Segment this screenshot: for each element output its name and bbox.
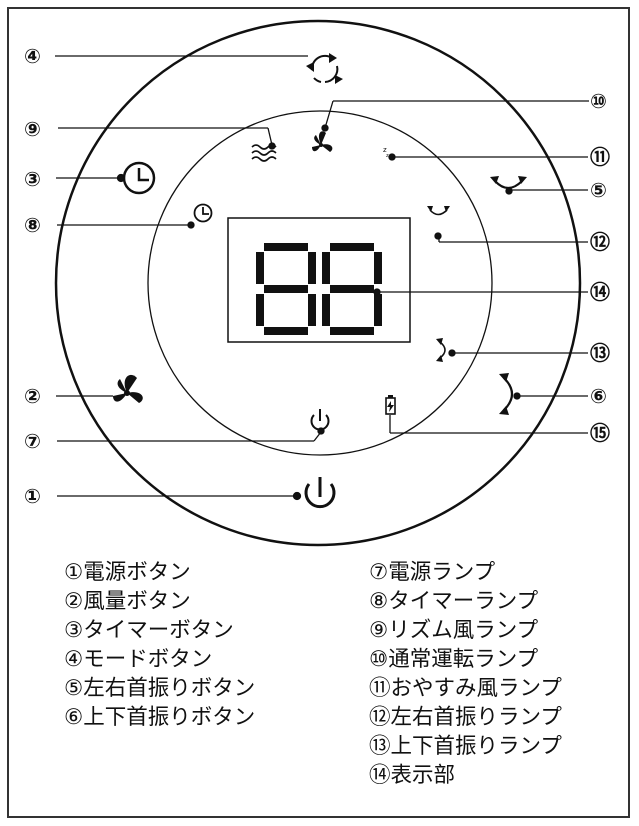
legend-item: ⑥上下首振りボタン	[64, 705, 256, 730]
callout-13: ⑬	[590, 341, 610, 365]
moon-icon: z z	[373, 146, 389, 162]
legend-buttons: ①電源ボタン ②風量ボタン ③タイマーボタン ④モードボタン ⑤左右首振りボタン…	[64, 558, 255, 732]
cycle-arrows-icon[interactable]	[306, 53, 343, 84]
normal-fan-icon	[312, 131, 333, 152]
callout-7: ⑦	[24, 429, 41, 453]
power-lamp-icon	[310, 409, 330, 431]
legend-item: ⑦電源ランプ	[369, 560, 496, 585]
legend-item: ②風量ボタン	[64, 589, 191, 614]
callout-9: ⑨	[24, 117, 41, 141]
legend-item: ⑧タイマーランプ	[369, 589, 539, 614]
svg-text:z: z	[383, 146, 387, 154]
callout-4: ④	[24, 44, 41, 68]
fan-speed-button-icon[interactable]	[113, 374, 143, 403]
legend-item: ①電源ボタン	[64, 560, 191, 585]
callout-15: ⑮	[590, 421, 610, 445]
vertical-swing-button-icon[interactable]	[499, 373, 514, 415]
legend-item: ⑤左右首振りボタン	[64, 676, 256, 701]
legend-item: ③タイマーボタン	[64, 618, 234, 643]
callout-6: ⑥	[590, 384, 607, 408]
callout-3: ③	[24, 167, 41, 191]
timer-lamp-clock-icon	[193, 203, 213, 223]
power-button-icon[interactable]	[304, 477, 336, 509]
control-panel-diagram: z z	[24, 19, 610, 547]
legend-item: ⑭表示部	[369, 763, 456, 788]
svg-text:z: z	[386, 153, 389, 159]
legend-item: ⑩通常運転ランプ	[369, 647, 539, 672]
horizontal-swing-lamp-icon	[427, 206, 450, 216]
callout-12: ⑫	[590, 230, 610, 254]
callout-10: ⑩	[590, 89, 607, 113]
callout-11: ⑪	[590, 145, 610, 169]
legend-lamps: ⑦電源ランプ ⑧タイマーランプ ⑨リズム風ランプ ⑩通常運転ランプ ⑪おやすみ風…	[369, 558, 562, 790]
callout-2: ②	[24, 384, 41, 408]
timer-button-clock-icon[interactable]	[122, 161, 156, 195]
inner-panel-circle	[147, 110, 493, 456]
callout-1: ①	[24, 484, 41, 508]
callout-14: ⑭	[590, 280, 610, 304]
legend-item: ⑪おやすみ風ランプ	[369, 676, 562, 701]
horizontal-swing-button-icon[interactable]	[490, 176, 527, 190]
callout-8: ⑧	[24, 213, 41, 237]
figure-frame	[7, 7, 630, 818]
legend-item: ⑨リズム風ランプ	[369, 618, 539, 643]
vertical-swing-lamp-icon	[436, 338, 446, 362]
legend-item: ⑬上下首振りランプ	[369, 734, 562, 759]
battery-icon	[385, 395, 396, 415]
callout-5: ⑤	[590, 178, 607, 202]
display-digits	[256, 243, 382, 335]
outer-panel-circle	[54, 19, 582, 547]
leader-lines	[55, 55, 589, 501]
display-window	[227, 217, 411, 343]
legend-item: ④モードボタン	[64, 647, 213, 672]
legend-item: ⑫左右首振りランプ	[369, 705, 562, 730]
